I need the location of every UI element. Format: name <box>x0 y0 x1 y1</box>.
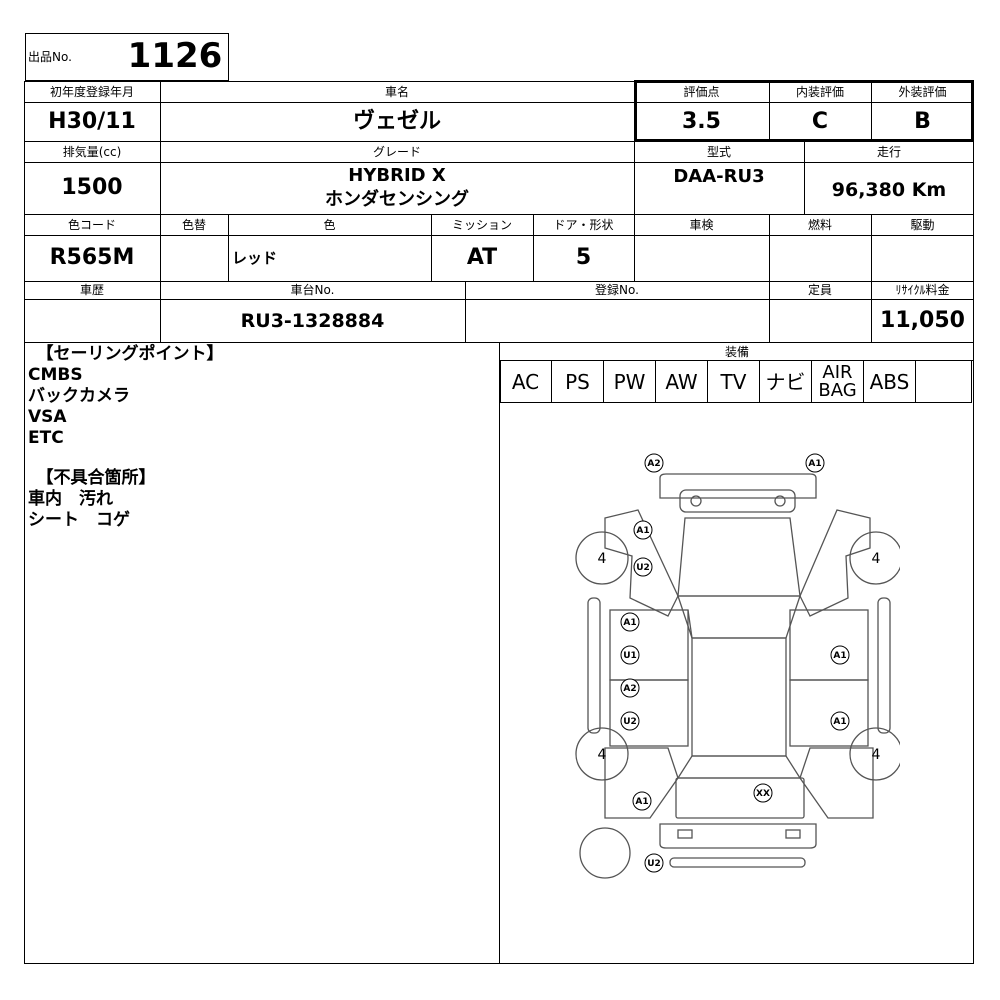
score-value: 3.5 <box>682 108 721 134</box>
reg-no-header: 登録No. <box>595 283 639 297</box>
selling-point-1: CMBS <box>28 365 83 385</box>
exterior-value: B <box>914 108 931 134</box>
grade-line1: HYBRID X <box>348 165 446 187</box>
lot-box <box>25 33 229 81</box>
equipment-item <box>916 361 972 403</box>
color-change-value <box>160 236 228 281</box>
doors-header: ドア・形状 <box>553 218 614 232</box>
recycle-header: ﾘｻｲｸﾙ料金 <box>895 283 950 297</box>
damage-mark-code: A1 <box>623 618 636 628</box>
damage-mark-code: U2 <box>636 563 650 573</box>
damage-mark-code: U2 <box>623 717 637 727</box>
displacement-value: 1500 <box>61 175 123 201</box>
damage-mark-code: A1 <box>636 526 649 536</box>
interior-value: C <box>811 108 829 134</box>
first-reg-value: H30/11 <box>48 108 136 134</box>
damage-mark-circle <box>644 853 664 873</box>
doors-value: 5 <box>575 245 592 271</box>
capacity-value <box>769 300 871 343</box>
score-frame <box>634 80 974 142</box>
damage-mark-code: A1 <box>635 797 648 807</box>
damage-mark-code: A1 <box>833 651 846 661</box>
color-value: レッド <box>232 249 278 268</box>
lot-label: 出品No. <box>28 50 72 64</box>
defect-2: シート コゲ <box>28 510 130 530</box>
reg-no-value <box>465 300 769 343</box>
damage-mark-circle <box>620 678 640 698</box>
first-reg-header: 初年度登録年月 <box>49 85 134 99</box>
tire-rl: 4 <box>598 747 607 763</box>
damage-mark-circle <box>644 453 664 473</box>
capacity-header: 定員 <box>807 283 832 297</box>
damage-mark-circle <box>632 791 652 811</box>
equipment-item: TV <box>708 361 760 403</box>
equipment-header: 装備 <box>724 344 749 359</box>
history-value <box>24 300 160 343</box>
equipment-item: PW <box>604 361 656 403</box>
model-value: DAA-RU3 <box>673 166 765 188</box>
drive-header: 駆動 <box>910 218 935 232</box>
color-code-value: R565M <box>49 245 135 271</box>
fuel-value <box>769 236 871 281</box>
mileage-value: 96,380 Km <box>831 178 947 201</box>
equipment-item: AC <box>500 361 552 403</box>
mission-header: ミッション <box>451 218 512 232</box>
drive-value <box>871 236 974 281</box>
equipment-item: PS <box>552 361 604 403</box>
equipment-item: ABS <box>864 361 916 403</box>
damage-mark-code: A1 <box>808 459 821 469</box>
color-header: 色 <box>323 218 336 232</box>
chassis-header: 車台No. <box>290 283 335 297</box>
chassis-value: RU3-1328884 <box>240 310 385 333</box>
damage-mark-code: A2 <box>623 684 636 694</box>
grade-line2: ホンダセンシング <box>325 189 469 211</box>
damage-mark-circle <box>830 645 850 665</box>
equipment-item: AW <box>656 361 708 403</box>
history-header: 車歴 <box>79 283 104 297</box>
selling-points-header: 【セーリングポイント】 <box>28 344 224 364</box>
damage-mark-code: A2 <box>647 459 660 469</box>
interior-header: 内装評価 <box>795 85 844 99</box>
damage-mark-circle <box>753 783 773 803</box>
selling-point-2: バックカメラ <box>28 386 130 406</box>
damage-mark-circle <box>620 612 640 632</box>
damage-mark-circle <box>620 711 640 731</box>
mission-value: AT <box>466 245 498 271</box>
damage-mark-circle <box>633 520 653 540</box>
tire-fr: 4 <box>872 551 881 567</box>
equipment-item: ナビ <box>760 361 812 403</box>
equipment-grid <box>500 361 972 403</box>
exterior-header: 外装評価 <box>898 85 947 99</box>
recycle-value: 11,050 <box>880 308 965 334</box>
damage-mark-circle <box>620 645 640 665</box>
fuel-header: 燃料 <box>807 218 832 232</box>
equipment-item: AIR BAG <box>812 361 864 403</box>
lot-number: 1126 <box>127 36 223 77</box>
damage-mark-code: U2 <box>647 859 661 869</box>
displacement-header: 排気量(cc) <box>62 145 122 159</box>
grade-header: グレード <box>372 145 421 159</box>
tire-rr: 4 <box>872 747 881 763</box>
color-code-header: 色コード <box>67 218 116 232</box>
defects-header: 【不具合箇所】 <box>28 468 156 488</box>
mileage-header: 走行 <box>876 145 901 159</box>
car-name-value: ヴェゼル <box>352 108 441 134</box>
tire-fl: 4 <box>598 551 607 567</box>
damage-mark-circle <box>830 711 850 731</box>
defect-1: 車内 汚れ <box>28 489 113 509</box>
car-name-header: 車名 <box>384 85 409 99</box>
selling-point-4: ETC <box>28 428 64 448</box>
damage-mark-code: XX <box>756 789 770 799</box>
inspection-value <box>634 236 769 281</box>
selling-point-3: VSA <box>28 407 67 427</box>
damage-mark-code: U1 <box>623 651 637 661</box>
damage-mark-circle <box>805 453 825 473</box>
model-header: 型式 <box>706 145 731 159</box>
inspection-header: 車検 <box>689 218 714 232</box>
damage-mark-code: A1 <box>833 717 846 727</box>
damage-mark-circle <box>633 557 653 577</box>
score-header: 評価点 <box>683 85 720 99</box>
color-change-header: 色替 <box>181 218 206 232</box>
